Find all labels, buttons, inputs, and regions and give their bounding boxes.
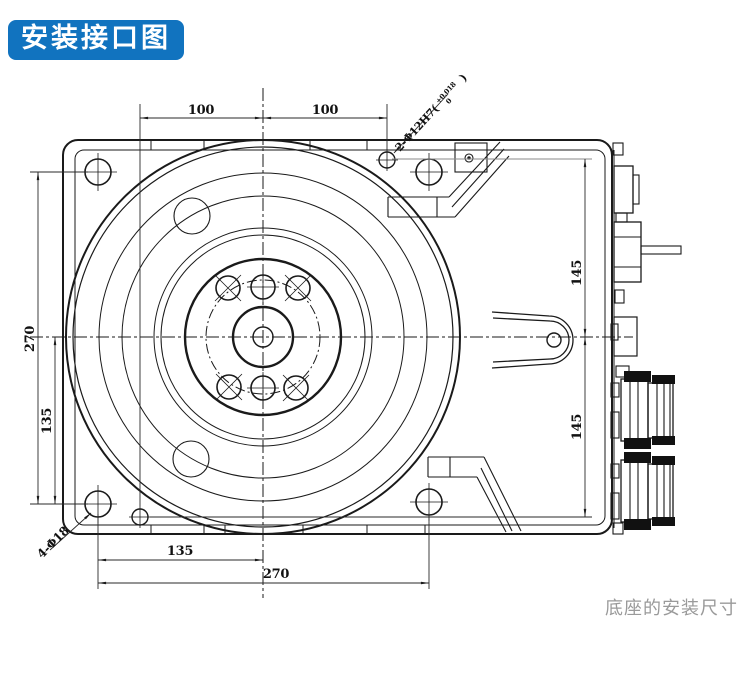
brace-top-right <box>387 141 510 218</box>
figure-caption: 底座的安装尺寸 <box>605 598 738 618</box>
dim-bottom-half: 135 <box>167 544 193 559</box>
connector-b <box>610 452 675 530</box>
shaft-rod <box>640 245 682 255</box>
junction-box <box>454 142 488 173</box>
dim-right-upper: 145 <box>570 260 585 286</box>
title-badge: 安装接口图 <box>8 20 184 60</box>
concentric-circles <box>65 139 461 535</box>
callout-corner-holes: 4-Φ18 <box>34 524 71 561</box>
dimension-labels: 100 100 270 135 145 145 135 270 4-Φ18 2-… <box>23 71 585 582</box>
dim-right-lower: 145 <box>570 414 585 440</box>
brace-bottom-right <box>427 456 522 533</box>
handle <box>491 311 574 369</box>
dim-top-right: 100 <box>312 103 338 118</box>
dowel-holes <box>129 149 398 528</box>
dowel-prefix: 2-Φ12H7( <box>393 102 442 154</box>
face-holes <box>172 197 211 478</box>
side-attachments <box>610 142 682 535</box>
dim-top-left: 100 <box>188 103 214 118</box>
dowel-suffix: ) <box>457 71 470 83</box>
dim-left-half: 135 <box>40 408 55 434</box>
connector-a <box>610 371 675 449</box>
bolt-hole-pattern <box>214 271 312 404</box>
bolt-circle <box>205 279 321 395</box>
dim-bottom-overall: 270 <box>263 567 289 582</box>
dim-left-overall: 270 <box>23 326 38 352</box>
dimension-lines <box>30 93 592 589</box>
dowel-tol-lower: 0 <box>444 96 454 106</box>
